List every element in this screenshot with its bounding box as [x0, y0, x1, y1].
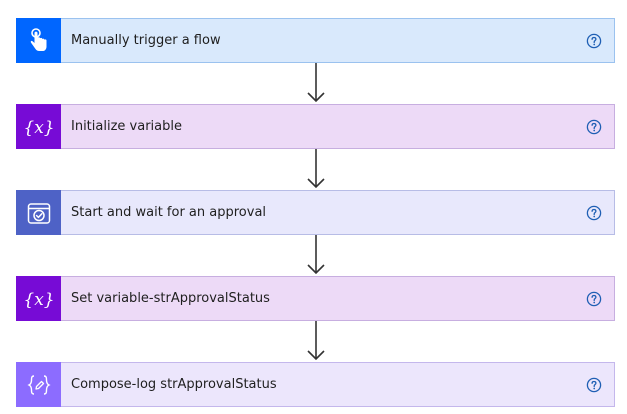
step-card-set-variable[interactable]: {x} Set variable-strApprovalStatus	[16, 276, 615, 321]
step-icon-box: {x}	[16, 104, 61, 149]
help-icon[interactable]	[586, 377, 602, 393]
step-card-initialize-variable[interactable]: {x} Initialize variable	[16, 104, 615, 149]
step-icon-box	[16, 362, 61, 407]
step-title: Start and wait for an approval	[71, 205, 267, 220]
compose-icon	[26, 374, 51, 395]
variable-braces-icon: {x}	[24, 290, 54, 310]
step-title: Set variable-strApprovalStatus	[71, 291, 270, 306]
svg-text:{x}: {x}	[24, 290, 54, 310]
step-icon-box: {x}	[16, 276, 61, 321]
connector-arrow-icon	[307, 149, 325, 189]
help-icon[interactable]	[586, 33, 602, 49]
hand-touch-icon	[30, 27, 46, 51]
connector-arrow-icon	[307, 321, 325, 361]
connector-arrow-icon	[307, 63, 325, 103]
help-icon[interactable]	[586, 205, 602, 221]
help-icon[interactable]	[586, 291, 602, 307]
step-icon-box	[16, 190, 61, 235]
step-card-approval[interactable]: Start and wait for an approval	[16, 190, 615, 235]
step-card-manual-trigger[interactable]: Manually trigger a flow	[16, 18, 615, 63]
svg-text:{x}: {x}	[24, 118, 54, 138]
step-title: Initialize variable	[71, 119, 182, 134]
help-icon[interactable]	[586, 119, 602, 135]
variable-braces-icon: {x}	[24, 118, 54, 138]
step-card-compose[interactable]: Compose-log strApprovalStatus	[16, 362, 615, 407]
approval-icon	[27, 202, 50, 224]
step-icon-box	[16, 18, 61, 63]
step-title: Compose-log strApprovalStatus	[71, 377, 277, 392]
step-title: Manually trigger a flow	[71, 33, 221, 48]
connector-arrow-icon	[307, 235, 325, 275]
